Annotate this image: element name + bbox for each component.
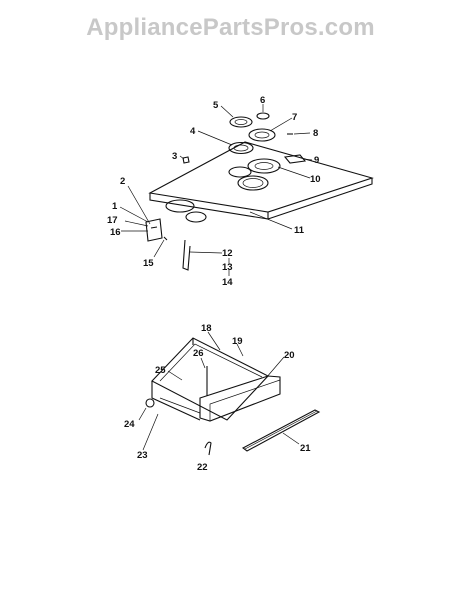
- label-17: 17: [107, 215, 118, 226]
- label-1: 1: [112, 201, 118, 212]
- support-rod-12: [182, 239, 191, 271]
- label-24: 24: [124, 419, 135, 430]
- label-7: 7: [292, 112, 297, 123]
- burner-opening-front-left: [165, 199, 195, 213]
- burner-opening-front-right: [237, 175, 269, 191]
- bracket-9: [283, 154, 307, 164]
- label-4: 4: [190, 126, 196, 137]
- drawer-leaders: [138, 331, 300, 451]
- label-10: 10: [310, 174, 321, 185]
- label-14: 14: [222, 277, 233, 288]
- label-11: 11: [294, 225, 305, 236]
- cooktop-assembly: [145, 112, 374, 271]
- label-23: 23: [137, 450, 148, 461]
- cooktop-panel-front-edge: [149, 178, 373, 220]
- label-15: 15: [143, 258, 154, 269]
- burner-opening-rear-left: [228, 166, 252, 178]
- burner-element-10: [247, 158, 281, 174]
- watermark: AppliancePartsPros.com: [86, 14, 375, 41]
- clip-3: [182, 156, 190, 164]
- hinge-bracket-16: [145, 218, 163, 242]
- label-26: 26: [193, 348, 204, 359]
- label-5: 5: [213, 100, 219, 111]
- label-2: 2: [120, 176, 125, 187]
- label-6: 6: [260, 95, 265, 106]
- label-18: 18: [201, 323, 212, 334]
- label-22: 22: [197, 462, 208, 473]
- burner-opening-mid: [185, 211, 207, 223]
- drawer-knob-24: [145, 398, 155, 408]
- part-labels: 5 6 7 8 4 3 9 10 11 2 1 17 16 15 12 13 1…: [107, 95, 321, 473]
- drawer-rail-21: [241, 409, 321, 452]
- label-13: 13: [222, 262, 233, 273]
- label-21: 21: [300, 443, 311, 454]
- label-16: 16: [110, 227, 121, 238]
- burner-element-5: [229, 116, 253, 128]
- cooktop-leaders: [119, 104, 313, 276]
- label-3: 3: [172, 151, 177, 162]
- screw-15: [163, 236, 168, 241]
- label-19: 19: [232, 336, 243, 347]
- label-8: 8: [313, 128, 318, 139]
- screw-22: [204, 441, 212, 456]
- label-12: 12: [222, 248, 233, 259]
- burner-element-4: [228, 141, 254, 155]
- label-25: 25: [155, 365, 166, 376]
- label-20: 20: [284, 350, 295, 361]
- label-9: 9: [314, 155, 319, 166]
- burner-element-7: [248, 128, 276, 142]
- drawer-front-panel: [199, 375, 281, 422]
- burner-cap-6: [256, 112, 270, 120]
